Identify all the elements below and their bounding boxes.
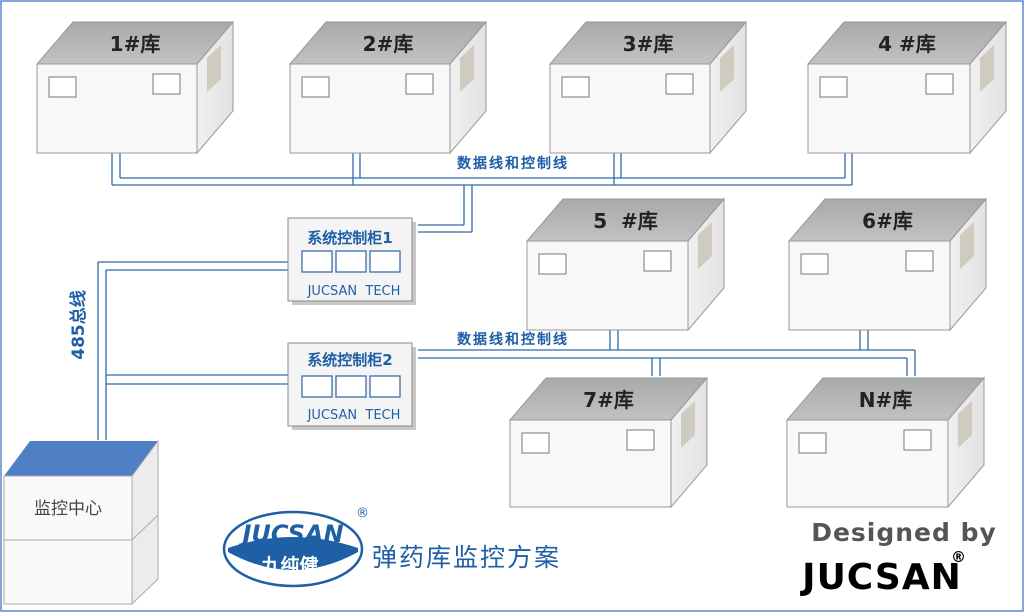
warehouse-7: 7#库 — [508, 376, 709, 509]
control-cabinet-2: 系统控制柜2 JUCSAN TECH — [287, 342, 416, 430]
warehouse-label: 5 #库 — [593, 209, 658, 233]
logo-cn: 九纯健 — [260, 554, 318, 577]
warehouse-window-left — [48, 76, 77, 98]
warehouse-label: 3#库 — [623, 32, 674, 56]
warehouse-label: 1#库 — [110, 32, 161, 56]
lower-bus-label: 数据线和控制线 — [457, 331, 569, 348]
warehouse-label: N#库 — [859, 388, 913, 412]
warehouse-5: 5 #库 — [525, 197, 726, 332]
warehouse-window-right — [925, 73, 954, 95]
warehouse-window-right — [626, 429, 655, 451]
warehouse-window-right — [643, 250, 672, 272]
cabinet-1-screen-3 — [369, 250, 401, 273]
warehouse-door — [460, 45, 474, 92]
warehouse-door — [960, 222, 974, 269]
warehouse-window-left — [538, 253, 567, 275]
cabinet-1-title: 系统控制柜1 — [307, 229, 392, 247]
warehouse-window-left — [301, 76, 330, 98]
warehouse-8: N#库 — [785, 376, 986, 509]
warehouse-door — [681, 401, 695, 448]
warehouse-3: 3#库 — [548, 20, 748, 155]
warehouse-door — [698, 222, 712, 269]
cabinet-2-screen-3 — [369, 375, 401, 398]
warehouse-label: 2#库 — [363, 32, 414, 56]
cabinet-2-screen-2 — [335, 375, 367, 398]
scheme-title: 弹药库监控方案 — [372, 543, 561, 572]
connection-pipes — [97, 153, 916, 440]
cabinet-2-title: 系统控制柜2 — [307, 351, 392, 369]
warehouse-window-left — [800, 253, 829, 275]
warehouse-4: 4 #库 — [806, 20, 1008, 155]
warehouse-door — [980, 45, 994, 92]
warehouse-window-right — [665, 73, 694, 95]
designed-by-reg: ® — [951, 548, 966, 566]
warehouse-window-right — [903, 429, 932, 451]
cabinet-2-brand: JUCSAN TECH — [307, 408, 401, 423]
warehouse-window-right — [152, 73, 181, 95]
cabinet-1-screen-2 — [335, 250, 367, 273]
warehouse-label: 6#库 — [862, 209, 913, 233]
designed-by-brand: JUCSAN — [799, 557, 962, 598]
warehouse-label: 7#库 — [583, 388, 634, 412]
warehouse-window-left — [561, 76, 590, 98]
warehouse-window-left — [521, 432, 550, 454]
logo-word: JUCSAN — [238, 520, 343, 548]
designed-by-label: Designed by — [811, 518, 997, 547]
monitoring-center: 监控中心 — [3, 439, 159, 606]
warehouse-label: 4 #库 — [878, 32, 936, 56]
control-cabinet-1: 系统控制柜1 JUCSAN TECH — [287, 217, 416, 305]
warehouse-2: 2#库 — [288, 20, 488, 155]
warehouse-window-left — [798, 432, 827, 454]
cabinet-1-screen-1 — [301, 250, 333, 273]
warehouse-window-right — [405, 73, 434, 95]
warehouse-window-left — [819, 76, 848, 98]
warehouse-1: 1#库 — [35, 20, 235, 155]
warehouse-door — [958, 401, 972, 448]
cabinet-2-screen-1 — [301, 375, 333, 398]
upper-bus-label: 数据线和控制线 — [457, 155, 569, 172]
warehouse-door — [720, 45, 734, 92]
logo-reg: ® — [356, 506, 369, 521]
warehouse-6: 6#库 — [787, 197, 988, 332]
bus-485-label: 485总线 — [68, 290, 89, 360]
cabinet-1-brand: JUCSAN TECH — [307, 284, 401, 299]
warehouse-door — [207, 45, 221, 92]
warehouse-window-right — [905, 250, 934, 272]
jucsan-logo: JUCSAN 九纯健 ® — [222, 506, 369, 588]
monitoring-center-label: 监控中心 — [34, 499, 102, 519]
